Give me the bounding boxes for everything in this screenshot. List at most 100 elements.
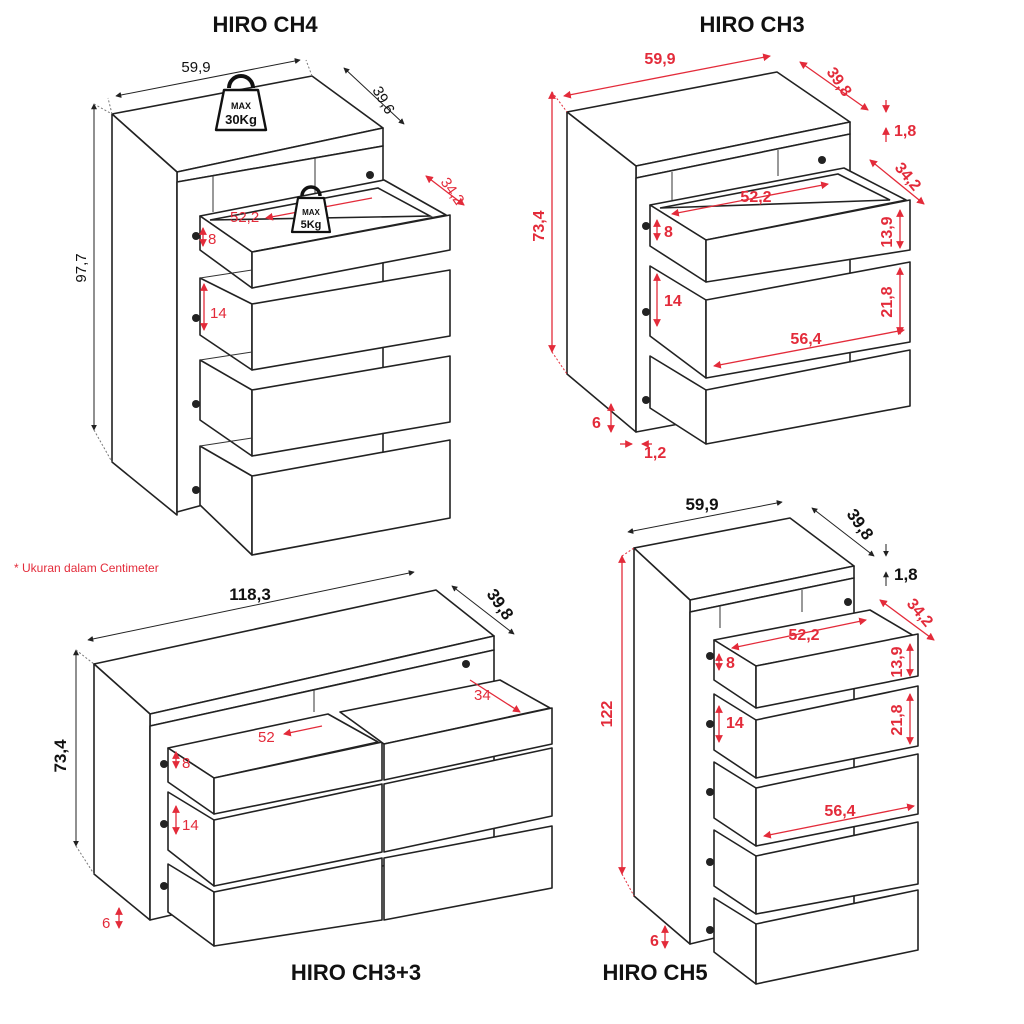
ch3-drawer-width-line <box>671 181 829 217</box>
ch5-drawer-4[interactable] <box>713 821 919 915</box>
ch4-drawer-h-small-label: 8 <box>208 231 216 248</box>
ch5-top-gap-label: 1,8 <box>894 565 918 584</box>
ch33-height-label: 73,4 <box>51 739 70 773</box>
svg-text:MAX: MAX <box>231 101 251 111</box>
ch5-drawer-depth-line <box>879 599 935 641</box>
ch4-width-line <box>115 58 301 98</box>
knob-icon <box>462 660 470 668</box>
weight-5kg-icon: MAX 5Kg <box>290 185 332 234</box>
ch3-depth-line <box>799 61 869 111</box>
knob-icon <box>706 788 714 796</box>
ch5-drawer-width-label: 52,2 <box>788 627 819 644</box>
units-note: * Ukuran dalam Centimeter <box>14 561 159 575</box>
ch3-leg-inset-label: 1,2 <box>644 445 666 462</box>
ch5-width-label: 59,9 <box>685 495 718 514</box>
title-hiro-ch4: HIRO CH4 <box>212 12 318 37</box>
ch4-drawer-2[interactable] <box>199 269 451 371</box>
ch33-drawer-left-3[interactable] <box>167 857 383 947</box>
ch33-drawer-right-2[interactable] <box>383 747 553 853</box>
ch4-side-panel <box>111 113 178 516</box>
ch4-drawer-3[interactable] <box>199 351 451 457</box>
ch33-drawer-depth-label: 34 <box>474 687 491 704</box>
ch5-drawer-h-small-label: 8 <box>726 655 735 672</box>
chest-ch3-3: 118,3 39,8 73,4 52 34 8 14 6 <box>51 570 553 947</box>
knob-icon <box>642 308 650 316</box>
chest-ch3: 59,9 39,8 1,8 34,2 52,2 8 13,9 14 21,8 5… <box>531 51 925 462</box>
knob-icon <box>192 400 200 408</box>
ch4-depth-line <box>343 67 405 125</box>
ch3-drawer-depth-line <box>869 159 925 205</box>
knob-icon <box>192 232 200 240</box>
svg-text:30Kg: 30Kg <box>225 112 257 127</box>
knob-icon <box>706 652 714 660</box>
ch4-depth-label: 39,6 <box>369 84 398 118</box>
ch3-drawer-h-large-label: 14 <box>664 293 682 310</box>
ch3-front-h-small-label: 13,9 <box>879 216 896 247</box>
ch4-height-label: 97,7 <box>73 253 90 282</box>
ch5-front-width-label: 56,4 <box>824 803 855 820</box>
knob-icon <box>160 882 168 890</box>
ch4-drawer-h-large-label: 14 <box>210 305 227 322</box>
ch33-width-label: 118,3 <box>229 585 271 604</box>
title-hiro-ch5: HIRO CH5 <box>602 960 707 985</box>
ch33-drawer-h-large-label: 14 <box>182 817 199 834</box>
ch5-depth-label: 39,8 <box>843 505 878 543</box>
chest-ch4: 59,9 39,6 97,7 52,2 34,2 8 14 MAX 30Kg M… <box>73 58 467 556</box>
knob-icon <box>642 396 650 404</box>
ch3-front-width-line <box>713 327 905 369</box>
ch33-drawer-h-small-label: 8 <box>182 755 190 772</box>
ch3-width-line <box>563 53 771 99</box>
ch5-side-panel <box>633 547 691 945</box>
knob-icon <box>366 171 374 179</box>
ch4-drawer-4[interactable] <box>199 437 451 556</box>
title-hiro-ch3: HIRO CH3 <box>699 12 804 37</box>
knob-icon <box>160 820 168 828</box>
chest-ch5: 59,9 39,8 1,8 34,2 52,2 8 13,9 14 21,8 5… <box>599 495 936 985</box>
knob-icon <box>706 858 714 866</box>
ch3-side-panel <box>566 111 637 433</box>
ch5-depth-line <box>811 507 875 557</box>
ch3-depth-label: 39,8 <box>823 65 855 100</box>
ch33-drawer-width-label: 52 <box>258 729 275 746</box>
ch5-leg-height-label: 6 <box>650 933 659 950</box>
ch3-width-label: 59,9 <box>644 51 675 68</box>
ch5-drawer-2[interactable] <box>713 685 919 779</box>
ch3-height-label: 73,4 <box>531 210 548 241</box>
ch3-drawer-depth-label: 34,2 <box>891 160 924 195</box>
svg-text:5Kg: 5Kg <box>301 219 322 231</box>
ch33-depth-label: 39,8 <box>483 585 518 623</box>
ch5-height-label: 122 <box>599 701 616 728</box>
ch3-top-gap-label: 1,8 <box>894 123 916 140</box>
ch33-depth-line <box>451 585 515 635</box>
ch5-width-line <box>627 500 783 534</box>
ch3-drawer-h-small-label: 8 <box>664 224 673 241</box>
knob-icon <box>642 222 650 230</box>
knob-icon <box>818 156 826 164</box>
ch5-front-h-small-label: 13,9 <box>889 646 906 677</box>
ch4-drawer-depth-line <box>425 175 465 206</box>
knob-icon <box>192 486 200 494</box>
knob-icon <box>160 760 168 768</box>
ch5-drawer-h-large-label: 14 <box>726 715 744 732</box>
ch4-width-label: 59,9 <box>181 59 210 76</box>
ch33-leg-height-label: 6 <box>102 915 110 932</box>
ch33-drawer-right-3[interactable] <box>383 825 553 921</box>
ch3-leg-height-label: 6 <box>592 415 601 432</box>
svg-text:MAX: MAX <box>302 208 320 217</box>
ch33-drawer-left-1[interactable] <box>167 713 383 815</box>
ch4-drawer-width-label: 52,2 <box>230 209 259 226</box>
ch33-drawer-right-1[interactable] <box>339 679 553 781</box>
ch5-front-width-line <box>763 803 915 839</box>
ch33-width-line <box>87 570 415 642</box>
knob-icon <box>706 720 714 728</box>
weight-30kg-icon: MAX 30Kg <box>214 74 268 132</box>
ch3-drawer-width-label: 52,2 <box>740 189 771 206</box>
ch3-front-h-large-label: 21,8 <box>879 286 896 317</box>
ch5-front-h-large-label: 21,8 <box>889 704 906 735</box>
ch5-drawer-5[interactable] <box>713 889 919 985</box>
ch3-front-width-label: 56,4 <box>790 331 821 348</box>
ch5-drawer-width-line <box>731 617 867 651</box>
knob-icon <box>706 926 714 934</box>
knob-icon <box>192 314 200 322</box>
